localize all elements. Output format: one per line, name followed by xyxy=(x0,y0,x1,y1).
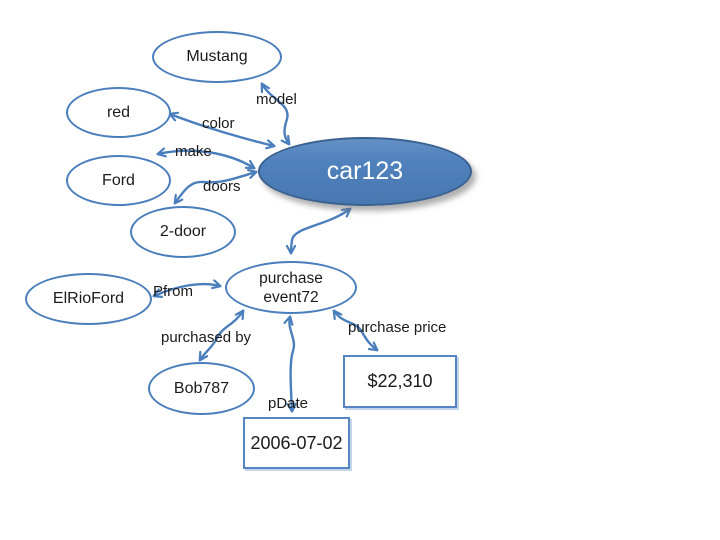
edge-pdate-connector[interactable] xyxy=(289,317,294,411)
node-elrioford[interactable]: ElRioFord xyxy=(25,273,152,325)
edge-label-make: make xyxy=(175,143,212,160)
node-red-label: red xyxy=(106,103,131,121)
node-elrioford-label: ElRioFord xyxy=(52,290,125,307)
node-car123[interactable]: car123 xyxy=(258,137,472,206)
edge-label-pdate: pDate xyxy=(268,395,309,412)
node-purchase-event72[interactable]: purchase event72 xyxy=(225,261,357,314)
edge-label-purchased-by: purchased by xyxy=(161,329,252,346)
node-mustang-label: Mustang xyxy=(186,48,248,65)
node-purchase-event72-line1: purchase xyxy=(259,269,323,287)
edge-label-purchase-price: purchase price xyxy=(348,319,447,336)
edge-pfrom-connector[interactable] xyxy=(154,284,220,296)
node-ford[interactable]: Ford xyxy=(66,155,171,206)
node-ford-label: Ford xyxy=(102,171,135,189)
edge-label-pfrom: Pfrom xyxy=(153,283,194,300)
node-price-value[interactable]: $22,310 xyxy=(343,355,457,408)
node-price-value-label: $22,310 xyxy=(367,371,433,391)
node-car123-label: car123 xyxy=(326,157,404,185)
edge-make-connector[interactable] xyxy=(158,151,254,168)
edge-doors-connector[interactable] xyxy=(175,172,256,203)
edge-label-model: model xyxy=(256,91,297,108)
edge-label-color: color xyxy=(202,115,235,132)
node-bob787[interactable]: Bob787 xyxy=(148,362,255,415)
edge-purchase-price-connector[interactable] xyxy=(334,311,377,350)
node-date-value[interactable]: 2006-07-02 xyxy=(243,417,350,469)
edge-color-connector[interactable] xyxy=(170,114,274,146)
node-2-door-label: 2-door xyxy=(159,223,207,240)
edge-label-doors: doors xyxy=(203,178,241,195)
node-purchase-event72-line2: event72 xyxy=(263,288,319,306)
edge-car-to-purchase-connector[interactable] xyxy=(291,209,350,253)
edge-model-connector[interactable] xyxy=(262,84,289,144)
node-bob787-label: Bob787 xyxy=(173,379,230,397)
node-red[interactable]: red xyxy=(66,87,171,138)
edge-purchased-by-connector[interactable] xyxy=(200,311,243,360)
node-2-door[interactable]: 2-door xyxy=(130,206,236,258)
node-date-value-label: 2006-07-02 xyxy=(250,432,343,453)
node-mustang[interactable]: Mustang xyxy=(152,31,282,83)
